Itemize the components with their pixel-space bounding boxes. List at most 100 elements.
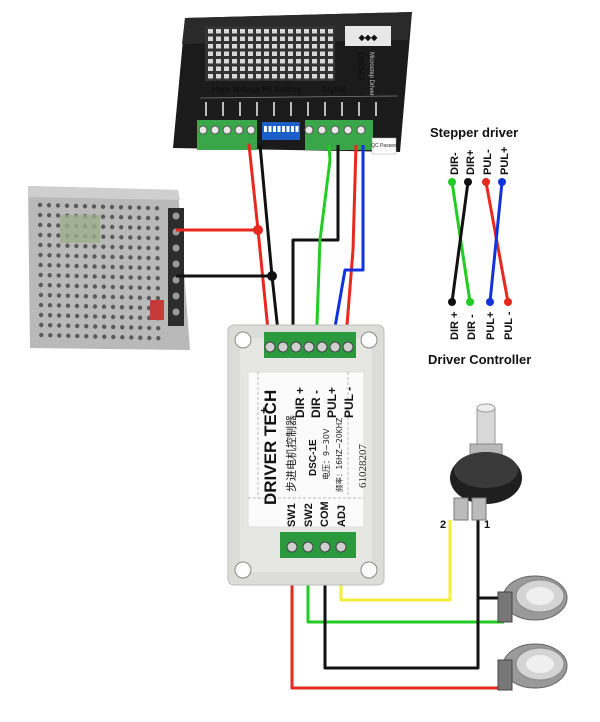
- psu-vent-hole: [47, 263, 52, 268]
- psu-vent-hole: [102, 334, 107, 339]
- psu-vent-hole: [137, 315, 143, 320]
- section-signal: Signal: [322, 85, 346, 94]
- psu-vent-hole: [83, 294, 89, 299]
- psu-vent-hole: [37, 202, 43, 208]
- psu-vent-hole: [92, 314, 98, 319]
- legend-bottom-dir-minus: DIR -: [466, 314, 478, 340]
- heatsink-slot: [248, 66, 253, 71]
- psu-vent-hole: [128, 265, 133, 270]
- heatsink-slot: [216, 66, 221, 71]
- ctrl-term-plus: +: [257, 407, 271, 414]
- psu-vent-hole: [65, 243, 70, 248]
- heatsink-slot: [328, 29, 333, 34]
- heatsink-slot: [296, 59, 301, 64]
- terminal-screw: [234, 125, 244, 135]
- controller-top-screw: [264, 341, 276, 353]
- heatsink-slot: [224, 59, 229, 64]
- heatsink-slot: [224, 36, 229, 41]
- terminal-screw: [304, 125, 314, 135]
- heatsink-slot: [208, 44, 213, 49]
- psu-vent-hole: [101, 294, 107, 299]
- heatsink-slot: [312, 59, 317, 64]
- wire-dir-minus-black: [291, 145, 340, 350]
- psu-vent-hole: [47, 283, 52, 288]
- heatsink-slot: [288, 51, 293, 56]
- controller-chinese-name: 步进电机控制器: [284, 415, 298, 492]
- psu-vent-hole: [47, 303, 53, 308]
- driver-print-mark: [341, 102, 343, 116]
- psu-vent-hole: [110, 244, 115, 250]
- psu-vent-hole: [136, 205, 142, 210]
- heatsink-slot: [296, 51, 301, 56]
- heatsink-slot: [256, 74, 261, 79]
- ctrl-term-pul-minus: PUL -: [342, 387, 356, 418]
- controller-top-screw: [277, 341, 289, 353]
- heatsink-slot: [328, 44, 333, 49]
- psu-vent-hole: [65, 283, 71, 288]
- psu-vent-hole: [155, 266, 160, 271]
- controller-top-screw: [316, 341, 328, 353]
- legend-wire-black: [450, 181, 470, 303]
- psu-vent-hole: [129, 325, 134, 330]
- heatsink-slot: [248, 74, 253, 79]
- legend-top-dir-plus: DIR+: [465, 150, 477, 175]
- psu-vent-hole: [37, 212, 43, 218]
- psu-vent-hole: [47, 243, 52, 248]
- legend-top-dir-minus: DIR-: [449, 152, 461, 175]
- psu-vent-hole: [48, 323, 53, 328]
- terminal-screw: [343, 125, 353, 135]
- psu-vent-hole: [74, 293, 80, 299]
- legend-top-title: Stepper driver: [430, 125, 518, 140]
- pot-pin-2-label: 2: [440, 519, 446, 531]
- psu-vent-hole: [119, 285, 125, 290]
- psu-vent-hole: [137, 285, 142, 290]
- psu-vent-hole: [120, 325, 125, 330]
- transformer: [60, 215, 100, 243]
- heatsink-slot: [280, 29, 285, 34]
- dip-key: [273, 126, 276, 132]
- heatsink-slot: [272, 51, 277, 56]
- heatsink-slot: [232, 36, 237, 41]
- psu-vent-hole: [155, 286, 160, 291]
- psu-vent-hole: [65, 263, 70, 268]
- psu-vent-hole: [128, 245, 133, 250]
- psu-vent-hole: [128, 275, 133, 280]
- ctrl-term-dir-minus: DIR -: [309, 390, 323, 418]
- heatsink-slot: [280, 36, 285, 41]
- heatsink-slot: [224, 74, 229, 79]
- psu-vent-hole: [74, 313, 80, 319]
- psu-vent-hole: [146, 285, 151, 291]
- heatsink-slot: [328, 74, 333, 79]
- heatsink-slot: [304, 59, 309, 64]
- heatsink-slot: [320, 74, 325, 79]
- psu-vent-hole: [56, 293, 62, 298]
- driver-print-mark: [222, 102, 224, 116]
- psu-vent-hole: [119, 255, 124, 260]
- heatsink-slot: [304, 66, 309, 71]
- psu-vent-hole: [74, 263, 79, 269]
- power-supply: [28, 186, 190, 350]
- driver-print-mark: [256, 102, 258, 116]
- controller-label-plate: [247, 371, 365, 528]
- psu-vent-hole: [47, 253, 52, 258]
- legend-top-pul-minus: PUL-: [482, 149, 494, 175]
- heatsink-slot: [256, 29, 261, 34]
- heatsink-slot: [296, 36, 301, 41]
- heatsink-slot: [232, 59, 237, 64]
- heatsink-slot: [224, 29, 229, 34]
- driver-print-mark: [205, 102, 207, 116]
- psu-vent-hole: [136, 215, 142, 220]
- psu-vent-hole: [155, 296, 161, 301]
- psu-vent-hole: [56, 243, 61, 248]
- psu-vent-hole: [119, 295, 125, 300]
- pot-pin-1: [471, 497, 487, 521]
- psu-vent-hole: [110, 294, 116, 300]
- psu-vent-hole: [110, 234, 115, 240]
- psu-vent-hole: [154, 206, 160, 211]
- driver-print-mark: [324, 102, 326, 116]
- heatsink-slot: [264, 51, 269, 56]
- pot-shaft: [476, 407, 496, 449]
- psu-vent-hole: [75, 333, 80, 339]
- psu-vent-hole: [155, 276, 160, 281]
- controller-bottom-screw: [286, 541, 298, 553]
